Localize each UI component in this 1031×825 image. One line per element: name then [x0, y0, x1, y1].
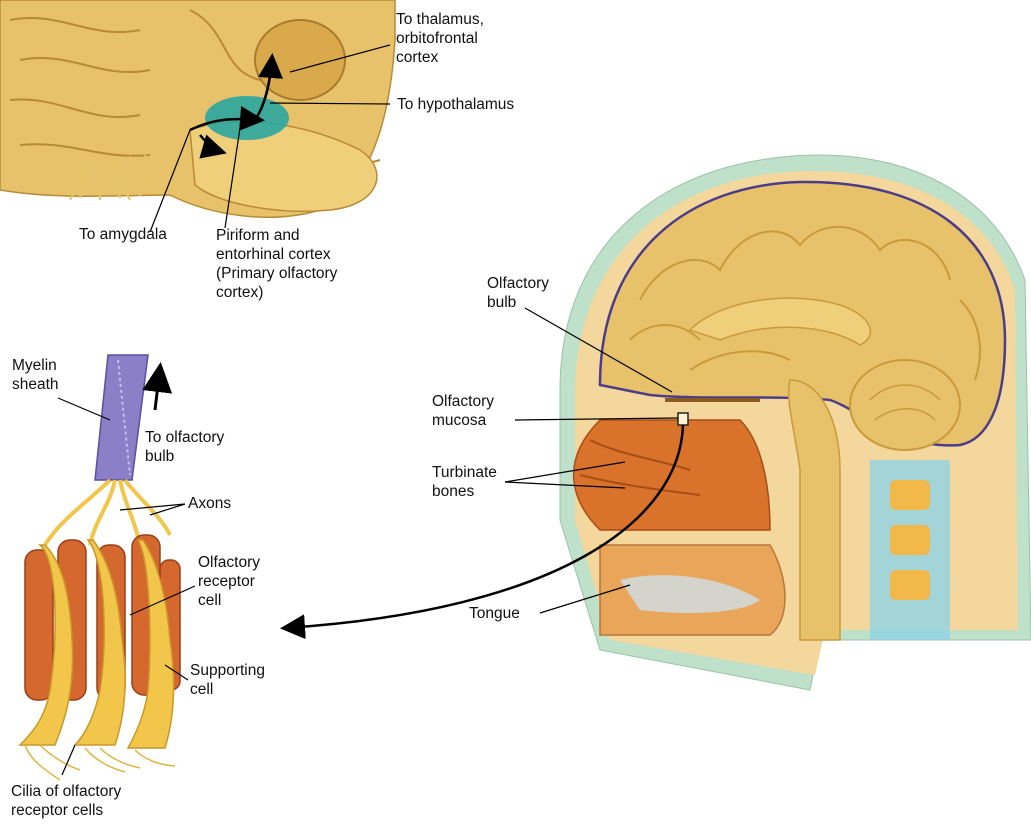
label-supporting-cell: Supporting cell [190, 661, 265, 699]
label-olfactory-bulb: Olfactory bulb [487, 274, 549, 312]
receptor-cell-illustration [20, 355, 180, 780]
label-cilia: Cilia of olfactory receptor cells [11, 782, 121, 820]
label-axons: Axons [188, 494, 231, 513]
brain-closeup-illustration [0, 0, 395, 217]
label-piriform-cortex: Piriform and entorhinal cortex (Primary … [216, 226, 337, 302]
label-to-olfactory-bulb: To olfactory bulb [145, 428, 224, 466]
label-myelin-sheath: Myelin sheath [12, 356, 59, 394]
label-to-hypothalamus: To hypothalamus [397, 95, 514, 114]
label-to-thalamus: To thalamus, orbitofrontal cortex [396, 10, 484, 67]
label-to-amygdala: To amygdala [79, 225, 167, 244]
head-section-illustration [560, 155, 1031, 690]
label-olfactory-receptor-cell: Olfactory receptor cell [198, 553, 260, 610]
label-olfactory-mucosa: Olfactory mucosa [432, 392, 494, 430]
label-tongue: Tongue [469, 604, 520, 623]
label-turbinate-bones: Turbinate bones [432, 463, 497, 501]
